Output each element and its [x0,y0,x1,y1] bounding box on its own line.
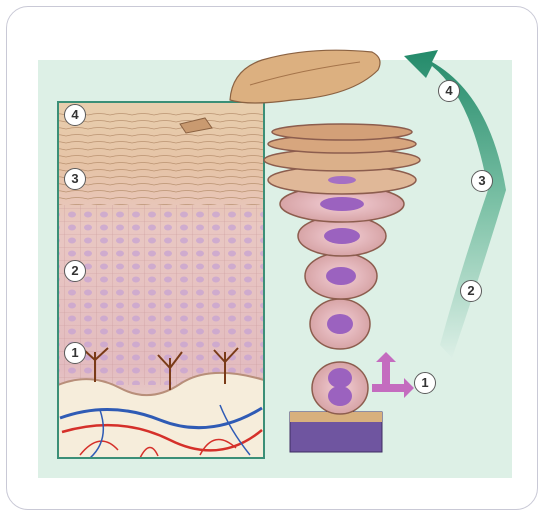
inset-label-2: 2 [64,260,86,282]
cell-layer-stack [264,124,420,452]
inset-label-4: 4 [64,104,86,126]
inset-label-3: 3 [64,168,86,190]
stack-label-2: 2 [460,280,482,302]
stack-label-3: 3 [471,170,493,192]
skin-cross-section [58,102,264,458]
stack-label-1: 1 [414,372,436,394]
inset-label-1: 1 [64,342,86,364]
division-marker-arrow [372,352,414,398]
stack-label-4: 4 [438,80,460,102]
shed-skin-flake [230,50,380,103]
